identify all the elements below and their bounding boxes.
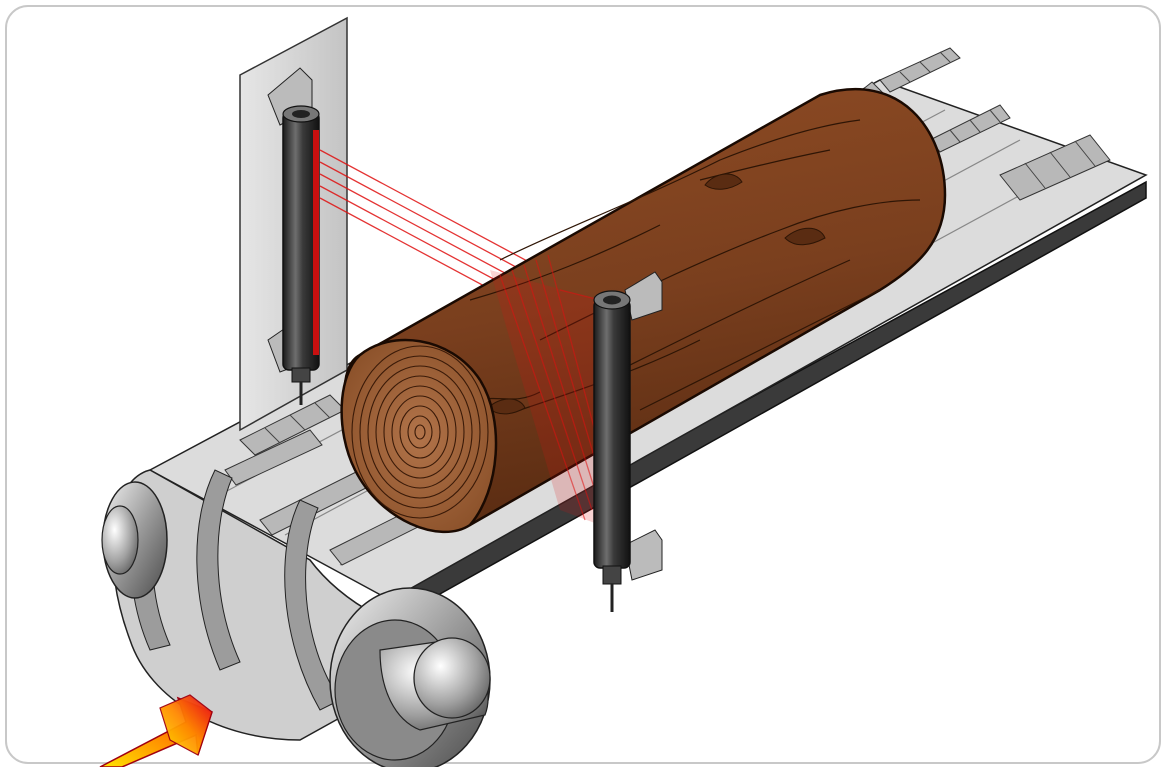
receiver-top-bracket: [624, 271, 663, 321]
front-shaft-end: [413, 637, 491, 719]
log-knot-1: [704, 173, 743, 190]
cleat-divisions: [264, 51, 1096, 444]
log-knot-3: [487, 398, 526, 415]
log-end-face: [340, 338, 498, 534]
light-beams-front: [499, 254, 609, 521]
receiver-cap-hole: [603, 295, 621, 305]
receiver-connector: [602, 565, 622, 585]
flow-direction-arrow-head: [159, 694, 213, 756]
receiver-tube: [593, 299, 631, 569]
rear-pulley-hub: [101, 505, 139, 575]
light-curtain-field: [490, 270, 600, 525]
log-knot-2: [784, 227, 826, 246]
emitter-connector: [291, 367, 311, 383]
receiver-bottom-bracket: [624, 529, 663, 581]
emitter-lens-strip: [313, 130, 319, 355]
light-curtain-emitter: [239, 16, 348, 432]
emitter-cap-hole: [292, 110, 310, 118]
light-curtain-receiver: [593, 271, 663, 612]
log-growth-rings: [351, 345, 489, 519]
